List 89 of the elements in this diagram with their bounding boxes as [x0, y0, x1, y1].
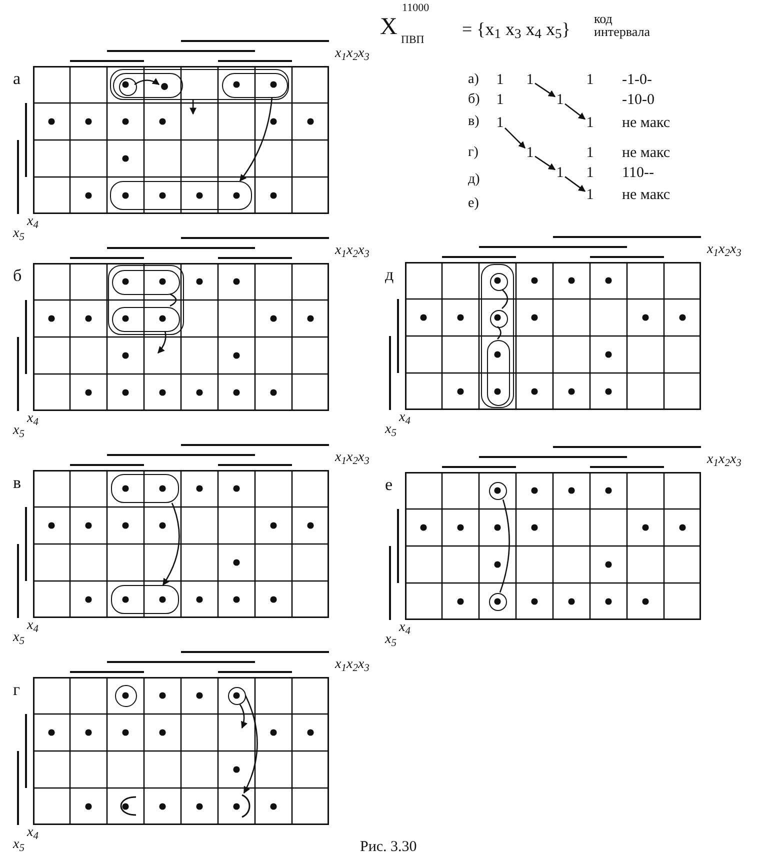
- variable-label: x$_{1}$x$_{2}$x$_{3}$: [707, 242, 742, 257]
- map-letter: б: [13, 267, 22, 285]
- circle-mark: [490, 310, 508, 328]
- digit: 1: [585, 166, 595, 180]
- row-label: б): [468, 92, 480, 108]
- variable-label: x$_{5}$: [385, 422, 396, 437]
- variable-label: x$_{5}$: [13, 837, 24, 852]
- variable-label: x$_{5}$: [385, 632, 396, 647]
- arrow: [534, 156, 556, 170]
- variable-label: x$_{5}$: [13, 630, 24, 645]
- variable-label: x$_{1}$x$_{2}$x$_{3}$: [335, 657, 370, 672]
- digit: 1: [525, 73, 535, 87]
- arrow: [564, 176, 586, 192]
- digit: 1: [555, 93, 565, 107]
- arrow: [564, 103, 586, 120]
- grouping-loop: [481, 264, 514, 408]
- circle-mark: [118, 78, 136, 96]
- variable-label: x$_{1}$x$_{2}$x$_{3}$: [707, 452, 742, 467]
- variable-label: x$_{4}$: [399, 410, 410, 425]
- row-label: е): [468, 196, 479, 212]
- connector-line: [499, 499, 510, 593]
- arrow: [239, 704, 248, 729]
- row-label: г): [468, 145, 478, 161]
- arrow: [190, 100, 197, 115]
- interval-code: не макс: [622, 115, 670, 131]
- variable-label: x$_{4}$: [399, 620, 410, 635]
- row-label: в): [468, 114, 480, 130]
- row-label: а): [468, 72, 479, 88]
- variable-label: x$_{1}$x$_{2}$x$_{3}$: [335, 450, 370, 465]
- digit: 1: [585, 146, 595, 160]
- circle-mark: [228, 686, 246, 704]
- variable-label: x$_{1}$x$_{2}$x$_{3}$: [335, 243, 370, 258]
- circle-mark: [114, 684, 136, 706]
- variable-label: x$_{4}$: [27, 825, 38, 840]
- digit: 1: [495, 73, 505, 87]
- grouping-loop: [112, 270, 180, 295]
- formula: = {x$_{1}$ x$_{3}$ x$_{4}$ x$_{5}$}: [462, 18, 570, 40]
- arc-mark: [240, 793, 252, 819]
- caption: Рис. 3.30: [360, 838, 417, 856]
- arrow: [504, 128, 526, 148]
- digit: 1: [585, 188, 595, 202]
- connector-line: [170, 293, 177, 307]
- variable-label: x$_{4}$: [27, 411, 38, 426]
- interval-code: 110--: [622, 165, 654, 181]
- grouping-loop: [110, 69, 289, 100]
- arrow: [158, 330, 166, 354]
- variable-label: x$_{1}$x$_{2}$x$_{3}$: [335, 46, 370, 61]
- formula-symbol: X: [380, 14, 398, 40]
- arrow: [239, 96, 273, 182]
- grouping-loop: [111, 474, 179, 503]
- interval-code: -10-0: [622, 92, 654, 108]
- variable-label: x$_{4}$: [27, 618, 38, 633]
- variable-label: x$_{4}$: [27, 214, 38, 229]
- row-label: д): [468, 172, 480, 188]
- grouping-loop: [113, 73, 183, 98]
- grouping-loop: [112, 307, 180, 332]
- superscript: 11000: [402, 2, 430, 14]
- variable-label: x$_{5}$: [13, 423, 24, 438]
- arrow: [534, 82, 556, 98]
- map-letter: е: [385, 476, 393, 494]
- circle-mark: [488, 482, 506, 500]
- circle-mark: [490, 272, 508, 290]
- variable-label: x$_{5}$: [13, 226, 24, 241]
- map-letter: в: [13, 474, 22, 492]
- digit: 1: [585, 73, 595, 87]
- interval-code: -1-0-: [622, 72, 652, 88]
- arrow: [134, 78, 160, 86]
- grouping-loop: [487, 340, 510, 406]
- interval-code: не макс: [622, 145, 670, 161]
- column-heading: код интервала: [594, 12, 651, 38]
- map-letter: д: [385, 266, 394, 284]
- connector-line: [497, 326, 502, 340]
- grouping-loop: [108, 265, 184, 335]
- map-letter: а: [13, 70, 21, 88]
- digit: 1: [495, 116, 505, 130]
- subscript: ПВП: [401, 34, 424, 46]
- grouping-loop: [222, 73, 288, 98]
- interval-code: не макс: [622, 187, 670, 203]
- digit: 1: [555, 166, 565, 180]
- connector-line: [502, 289, 508, 309]
- digit: 1: [525, 146, 535, 160]
- map-letter: г: [13, 681, 20, 699]
- grouping-loop: [111, 585, 179, 614]
- circle-mark: [488, 592, 506, 610]
- grouping-loop: [110, 181, 252, 210]
- digit: 1: [585, 116, 595, 130]
- arrow: [243, 695, 258, 794]
- digit: 1: [495, 93, 505, 107]
- arrow: [162, 502, 180, 586]
